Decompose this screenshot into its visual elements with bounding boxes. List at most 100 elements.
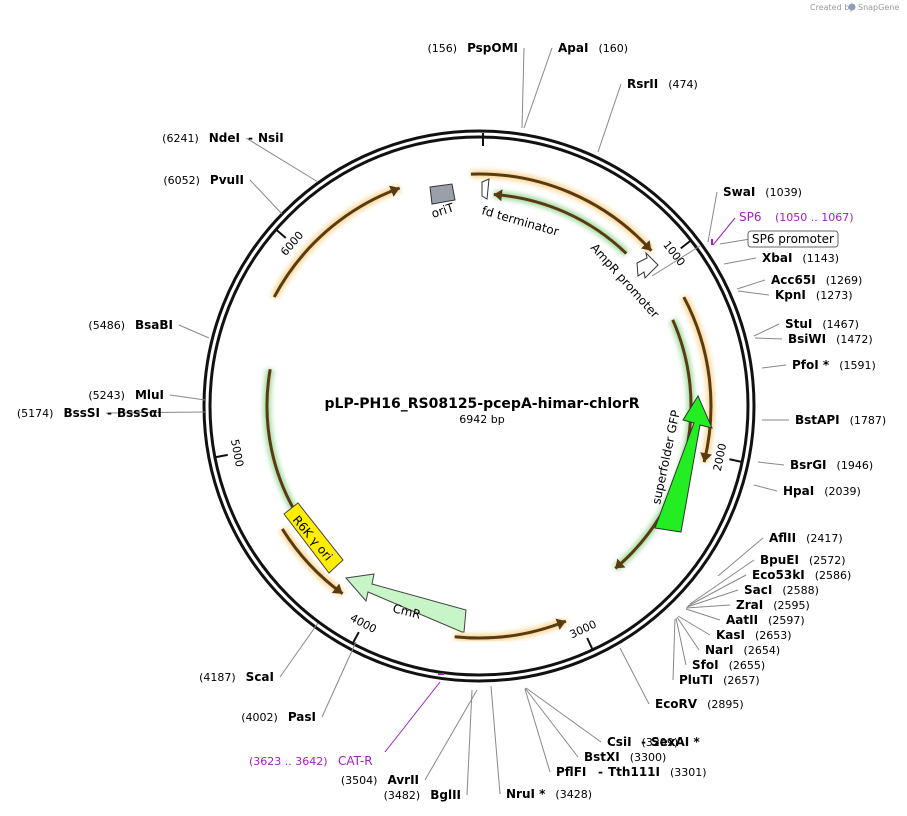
restriction-site[interactable]: -SexAI * — [641, 735, 700, 749]
feature-arrow-top-left — [270, 184, 402, 299]
plasmid-length: 6942 bp — [459, 413, 504, 426]
restriction-site[interactable]: BglII(3482) — [384, 788, 461, 802]
restriction-site[interactable]: SacI(2588) — [744, 583, 819, 597]
restriction-site[interactable]: NdeI(6241) — [162, 131, 240, 145]
restriction-site[interactable]: SwaI (1039) — [723, 185, 802, 199]
restriction-site[interactable]: -BssSαI — [107, 406, 162, 420]
restriction-site[interactable]: -NsiI — [248, 131, 284, 145]
restriction-site[interactable]: Acc65I(1269) — [771, 273, 862, 287]
site-leader — [717, 537, 764, 577]
site-position: (1946) — [837, 459, 874, 472]
site-name: RsrII — [627, 77, 658, 91]
site-position: (2655) — [729, 659, 766, 672]
site-name: BstXI — [584, 750, 620, 764]
feature-orit — [429, 183, 456, 205]
restriction-site[interactable]: KpnI(1273) — [775, 288, 852, 302]
site-leader — [723, 257, 757, 265]
site-name: NarI — [705, 643, 734, 657]
site-name: PfoI * — [792, 358, 830, 372]
site-name: BssSαI — [117, 406, 162, 420]
site-leader — [523, 47, 553, 129]
site-name: BsaBI — [135, 318, 173, 332]
restriction-site[interactable]: StuI(1467) — [785, 317, 859, 331]
site-position: (2653) — [755, 629, 792, 642]
restriction-site[interactable]: BsaBI(5486) — [88, 318, 173, 332]
site-position: (4187) — [199, 671, 236, 684]
restriction-sites: PspOMI(156) ApaI(160) RsrII(474) SwaI (1039)… — [17, 41, 886, 802]
site-name: SwaI — [723, 185, 755, 199]
restriction-site[interactable]: PfoI *(1591) — [792, 358, 876, 372]
scale-tick-label: 3000 — [568, 618, 599, 642]
restriction-site[interactable]: PvuII(6052) — [163, 173, 244, 187]
restriction-site[interactable]: BpuEI(2572) — [760, 553, 846, 567]
restriction-site[interactable]: Eco53kI(2586) — [752, 568, 851, 582]
site-position: (2417) — [806, 532, 843, 545]
restriction-site[interactable]: -Tth111I(3301) — [598, 765, 707, 779]
site-separator: - — [598, 765, 603, 779]
site-position: (5243) — [88, 389, 125, 402]
restriction-site[interactable]: PspOMI(156) — [427, 41, 518, 55]
site-position: (156) — [427, 42, 457, 55]
site-name: BsiWI — [788, 332, 826, 346]
restriction-site[interactable]: HpaI(2039) — [783, 484, 861, 498]
site-leader — [525, 687, 602, 743]
restriction-site[interactable]: ZraI(2595) — [736, 598, 810, 612]
primer-sp6-name: SP6 — [739, 210, 762, 224]
restriction-site[interactable]: ApaI(160) — [558, 41, 628, 55]
site-leader — [178, 324, 210, 339]
site-name: StuI — [785, 317, 812, 331]
site-position: (1787) — [850, 414, 887, 427]
feature-arrow-bottom-left — [278, 526, 345, 597]
restriction-site[interactable]: EcoRV(2895) — [655, 697, 744, 711]
restriction-site[interactable]: KasI(2653) — [716, 628, 792, 642]
site-name: AvrII — [387, 773, 419, 787]
site-leader — [757, 461, 785, 466]
restriction-site[interactable]: BsrGI(1946) — [790, 458, 873, 472]
restriction-site[interactable]: MluI(5243) — [88, 388, 164, 402]
site-leader — [689, 559, 755, 605]
site-leader — [761, 364, 787, 369]
restriction-site[interactable]: AatII(2597) — [726, 613, 805, 627]
restriction-site[interactable]: AvrII(3504) — [341, 773, 419, 787]
primer-sp6-leader — [712, 217, 736, 246]
restriction-site[interactable]: CsiI(3299) — [607, 735, 678, 749]
restriction-site[interactable]: RsrII(474) — [627, 77, 698, 91]
restriction-site[interactable]: BssSI(5174) — [17, 406, 100, 420]
site-leader — [687, 574, 747, 607]
site-position: (3301) — [670, 766, 707, 779]
site-leader — [753, 323, 780, 337]
restriction-site[interactable]: BstAPI(1787) — [795, 413, 886, 427]
restriction-site[interactable]: NarI(2654) — [705, 643, 780, 657]
site-position: (3428) — [555, 788, 592, 801]
site-name: BglII — [430, 788, 461, 802]
restriction-site[interactable]: AflII(2417) — [769, 531, 843, 545]
primer-sp6-mark — [711, 239, 713, 245]
restriction-site[interactable]: BsiWI (1472) — [788, 332, 873, 346]
site-position: (1273) — [816, 289, 853, 302]
primer-sp6-pos: (1050 .. 1067) — [775, 211, 854, 224]
site-name: NruI * — [506, 787, 546, 801]
feature-r6k-ori — [283, 502, 344, 574]
site-position: (3299) — [642, 736, 679, 749]
restriction-site[interactable]: PluTI(2657) — [679, 673, 760, 687]
restriction-site[interactable]: SfoI(2655) — [692, 658, 765, 672]
restriction-site[interactable]: PflFI — [556, 765, 586, 779]
restriction-site[interactable]: BstXI(3300) — [584, 750, 666, 764]
site-position: (1039) — [765, 186, 802, 199]
restriction-site[interactable]: NruI * (3428) — [506, 787, 592, 801]
site-separator: - — [641, 735, 646, 749]
site-name: NsiI — [258, 131, 284, 145]
site-position: (1472) — [836, 333, 873, 346]
restriction-site[interactable]: XbaI(1143) — [762, 251, 839, 265]
site-leader — [321, 641, 357, 718]
restriction-site[interactable]: ScaI(4187) — [199, 670, 274, 684]
scale-tick-mark — [352, 631, 360, 644]
site-position: (160) — [598, 42, 628, 55]
site-name: BpuEI — [760, 553, 799, 567]
restriction-site[interactable]: PasI(4002) — [241, 710, 316, 724]
site-leader — [245, 137, 319, 183]
site-leader — [466, 689, 473, 796]
site-name: HpaI — [783, 484, 814, 498]
feature-ampr-promoter — [636, 251, 659, 280]
